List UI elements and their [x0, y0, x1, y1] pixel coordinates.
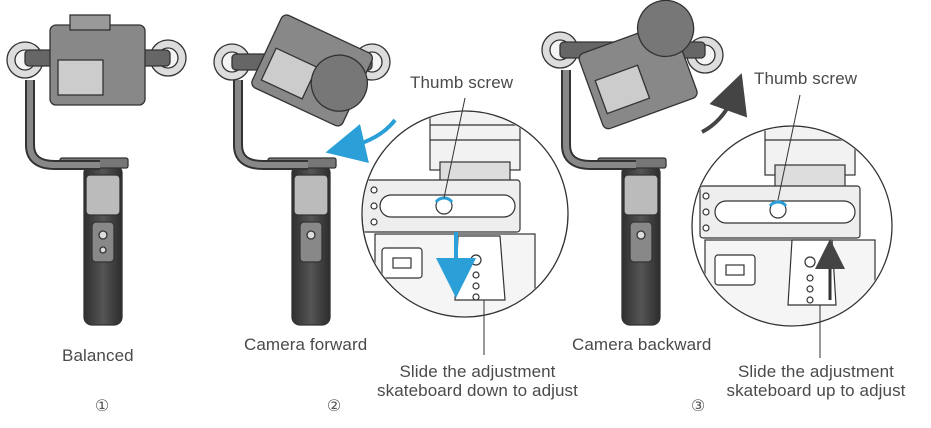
caption-camera-backward: Camera backward [572, 335, 712, 354]
rotation-arrow-icon [325, 118, 397, 164]
step-number-3: ③ [690, 398, 706, 415]
gimbal-balanced-illustration [6, 14, 187, 326]
caption-camera-forward: Camera forward [244, 335, 368, 354]
caption-balanced: Balanced [62, 346, 134, 365]
step-number-1: ① [94, 398, 110, 415]
callout-thumb-screw-3: Thumb screw [754, 69, 858, 88]
thumb-screw-detail-down [361, 97, 569, 355]
callout-thumb-screw-2: Thumb screw [410, 73, 514, 92]
instruction-down-line2: skateboard down to adjust [377, 381, 578, 400]
thumb-screw-detail-up [691, 94, 893, 358]
rotation-arrow-back-icon [701, 73, 748, 134]
instruction-up-line1: Slide the adjustment [737, 362, 895, 381]
gimbal-backward-illustration [541, 0, 724, 326]
gimbal-forward-illustration [213, 14, 391, 326]
instruction-down-line1: Slide the adjustment [399, 362, 556, 381]
step-number-2: ② [326, 398, 342, 415]
instruction-up-line2: skateboard up to adjust [726, 381, 906, 400]
